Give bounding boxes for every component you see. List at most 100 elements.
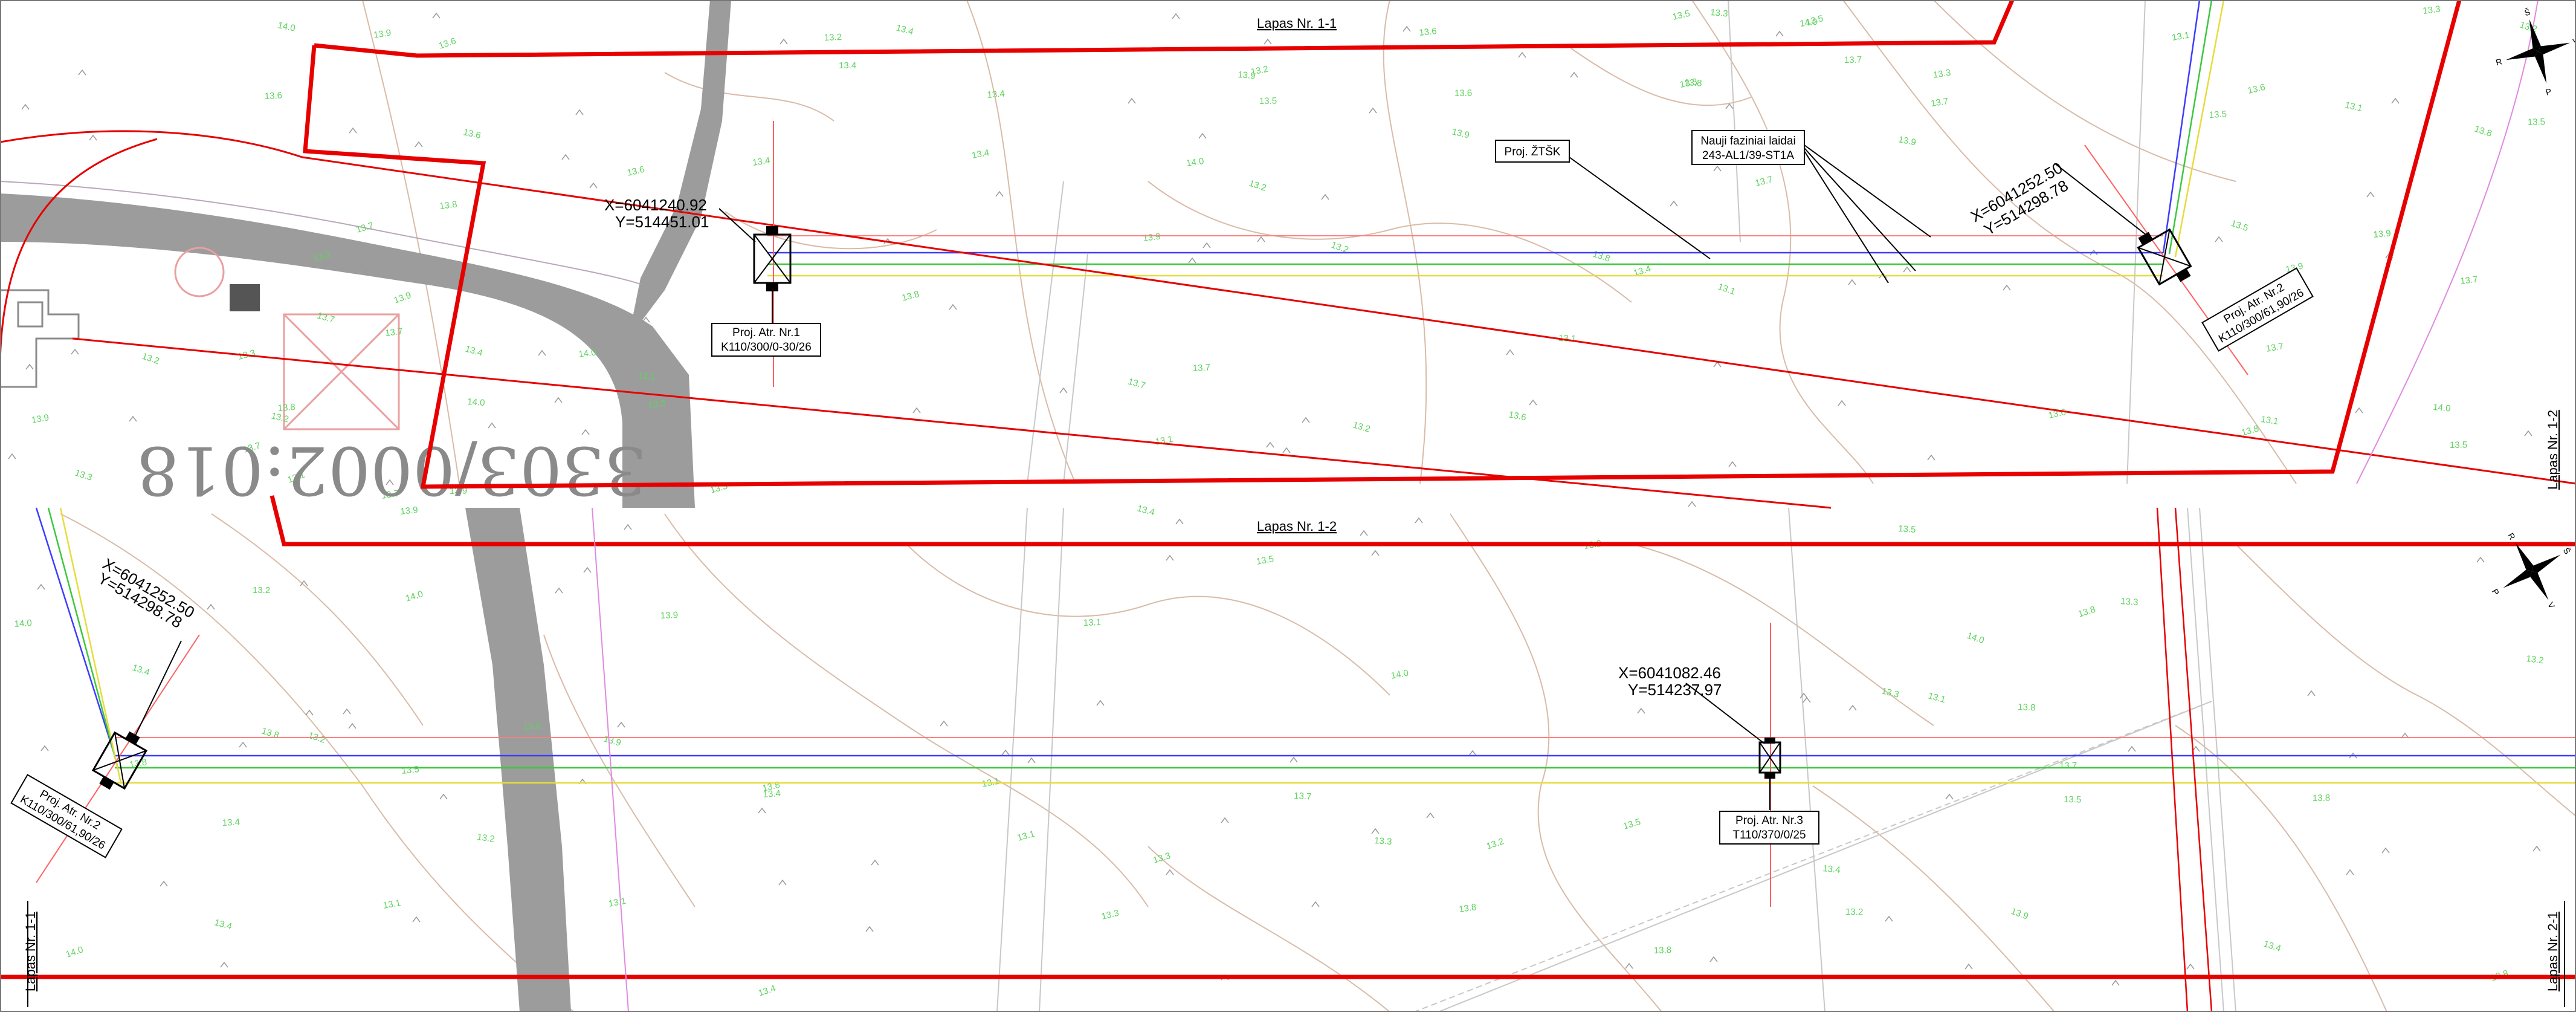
terrain-tick bbox=[1264, 38, 1272, 45]
elevation-mark: 13.3 bbox=[2422, 4, 2441, 16]
elevation-mark: 13.9 bbox=[660, 610, 679, 621]
elevation-mark: 13.9 bbox=[2010, 906, 2030, 922]
elevation-mark: 13.6 bbox=[1454, 88, 1472, 99]
elevation-mark: 13.4 bbox=[1822, 863, 1841, 875]
terrain-tick bbox=[778, 879, 787, 886]
terrain-tick bbox=[300, 580, 308, 586]
terrain-tick bbox=[2003, 284, 2011, 291]
elevation-mark: 13.4 bbox=[222, 817, 240, 828]
elevation-mark: 13.4 bbox=[895, 22, 915, 37]
elevation-mark: 13.4 bbox=[987, 89, 1006, 100]
terrain-tick bbox=[1172, 13, 1180, 19]
elevation-mark: 13.6 bbox=[264, 90, 282, 102]
terrain-tick bbox=[1166, 554, 1174, 561]
terrain-tick bbox=[1096, 699, 1105, 706]
support-3-name: Proj. Atr. Nr.3 bbox=[1735, 814, 1803, 827]
terrain-tick bbox=[1803, 696, 1811, 703]
terrain-tick bbox=[1848, 704, 1857, 711]
elevation-mark: 13.2 bbox=[2519, 20, 2539, 35]
elevation-mark: 13.3 bbox=[647, 398, 666, 410]
elevation-mark: 13.9 bbox=[400, 505, 419, 517]
building-cluster bbox=[0, 247, 400, 430]
terrain-tick bbox=[1166, 869, 1174, 875]
elevation-mark: 13.5 bbox=[1256, 554, 1275, 567]
elevation-mark: 14.0 bbox=[404, 589, 424, 604]
terrain-tick bbox=[995, 190, 1004, 197]
terrain-tick bbox=[2307, 690, 2316, 696]
elevation-mark: 14.0 bbox=[65, 944, 85, 960]
elevation-mark: 13.7 bbox=[2265, 341, 2285, 354]
elevation-mark: 13.1 bbox=[1927, 690, 1947, 705]
elevation-mark: 13.7 bbox=[2459, 274, 2478, 287]
elevation-mark: 13.5 bbox=[1898, 524, 1916, 535]
elevation-mark: 13.6 bbox=[1419, 26, 1438, 38]
compass-lower-w: V bbox=[2546, 600, 2557, 611]
elevation-mark: 13.9 bbox=[2373, 229, 2392, 240]
terrain-tick bbox=[25, 363, 34, 370]
terrain-tick bbox=[1282, 447, 1291, 453]
terrain-tick bbox=[1506, 349, 1514, 355]
elevation-mark: 13.9 bbox=[602, 734, 622, 748]
terrain-tick bbox=[21, 103, 30, 110]
elevation-mark: 13.3 bbox=[1100, 908, 1120, 922]
terrain-tick bbox=[2401, 732, 2409, 739]
terrain-tick bbox=[439, 793, 448, 800]
elevation-mark: 13.8 bbox=[901, 289, 921, 303]
sheet-label-middle: Lapas Nr. 1-2 bbox=[1257, 519, 1337, 534]
elevation-mark: 13.5 bbox=[1671, 8, 1691, 22]
terrain-tick bbox=[1775, 30, 1784, 37]
terrain-tick bbox=[1369, 107, 1377, 114]
terrain-tick bbox=[239, 741, 247, 748]
compass-lower-n: Š bbox=[2561, 546, 2573, 556]
terrain-tick bbox=[1403, 25, 1411, 32]
elevation-mark: 13.8 bbox=[277, 402, 295, 414]
terrain-tick bbox=[1728, 461, 1737, 467]
elevation-mark: 13.4 bbox=[464, 344, 484, 358]
elevation-mark: 13.7 bbox=[1754, 174, 1774, 189]
elevation-mark: 13.3 bbox=[74, 468, 94, 483]
terrain-tick bbox=[758, 807, 766, 814]
elevation-mark: 13.1 bbox=[2171, 30, 2190, 43]
terrain-tick bbox=[78, 69, 86, 76]
terrain-tick bbox=[2532, 845, 2541, 852]
terrain-tick bbox=[1257, 236, 1265, 242]
terrain-tick bbox=[949, 303, 957, 310]
sheet-label-right-upper: Lapas Nr. 1-2 bbox=[2545, 410, 2560, 490]
elevation-mark: 13.9 bbox=[2285, 261, 2304, 275]
elevation-mark: 13.1 bbox=[383, 898, 402, 911]
elevation-mark: 14.0 bbox=[2433, 402, 2452, 414]
terrain-tick bbox=[1221, 817, 1229, 823]
elevation-mark: 13.3 bbox=[2120, 596, 2139, 608]
wires-upper bbox=[767, 0, 2225, 277]
support-1: X=6041240.92 Y=514451.01 Proj. Atr. Nr.1… bbox=[604, 196, 821, 357]
elevation-mark: 13.5 bbox=[401, 764, 420, 776]
terrain-tick bbox=[1625, 962, 1633, 969]
elevation-mark: 13.4 bbox=[971, 148, 990, 161]
elevation-mark: 13.7 bbox=[2059, 761, 2077, 771]
elevation-mark: 13.4 bbox=[763, 788, 781, 800]
elevation-mark: 13.5 bbox=[1622, 817, 1642, 832]
elevation-mark: 13.8 bbox=[260, 726, 280, 741]
elevation-mark: 13.7 bbox=[1294, 791, 1312, 802]
elevation-mark: 13.2 bbox=[2526, 654, 2545, 666]
terrain-tick bbox=[1885, 915, 1893, 922]
elevation-mark: 13.1 bbox=[1083, 617, 1102, 628]
terrain-tick bbox=[538, 349, 546, 356]
elevation-mark: 13.5 bbox=[2064, 794, 2081, 805]
elevation-mark: 13.5 bbox=[1805, 13, 1825, 28]
elevation-mark: 13.2 bbox=[1485, 836, 1505, 852]
sheet-label-right-lower: Lapas Nr. 2-1 bbox=[2545, 912, 2560, 991]
terrain-tick bbox=[1188, 257, 1196, 264]
terrain-tick bbox=[1713, 165, 1722, 172]
terrain-tick bbox=[1637, 707, 1645, 714]
callout-wires-line2: 243-AL1/39-ST1A bbox=[1702, 149, 1794, 162]
terrain-tick bbox=[1927, 454, 1935, 461]
elevation-mark: 13.1 bbox=[638, 371, 656, 382]
elevation-mark: 13.9 bbox=[373, 28, 392, 41]
elevation-mark: 13.9 bbox=[1897, 134, 1917, 148]
elevation-mark: 13.4 bbox=[757, 983, 777, 999]
terrain-tick bbox=[1311, 901, 1320, 907]
elevation-mark: 14.0 bbox=[1799, 17, 1818, 29]
elevation-mark: 13.7 bbox=[1844, 54, 1862, 65]
